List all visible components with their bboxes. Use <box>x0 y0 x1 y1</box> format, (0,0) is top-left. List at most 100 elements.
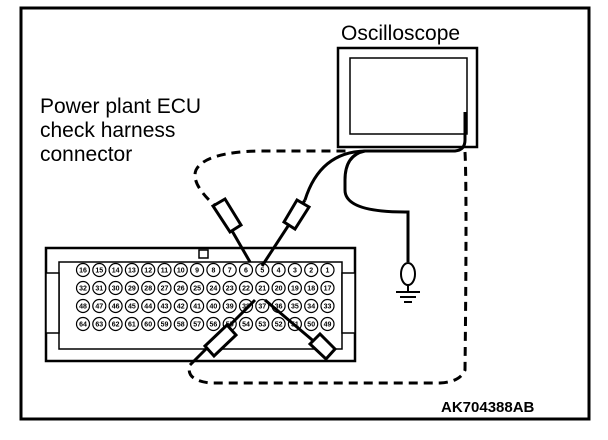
connector-pin-label: 48 <box>79 304 87 311</box>
connector-pin: 1 <box>320 262 335 278</box>
connector-pin: 28 <box>141 280 156 296</box>
back-probes <box>188 196 338 367</box>
connector-pin-label: 18 <box>307 286 315 293</box>
connector-pin-label: 50 <box>307 322 315 329</box>
connector-pin: 30 <box>108 280 123 296</box>
connector-pin-label: 2 <box>309 268 313 275</box>
connector-pin: 22 <box>238 280 254 296</box>
connector-pin-label: 31 <box>95 286 103 293</box>
connector-pin-label: 5 <box>260 268 264 275</box>
connector-pin-label: 13 <box>128 268 136 275</box>
connector-pin: 31 <box>92 280 107 296</box>
connector-pin-label: 46 <box>112 304 120 311</box>
connector-pin-label: 42 <box>177 304 185 311</box>
connector-pin: 60 <box>141 316 156 332</box>
connector-pin: 34 <box>304 298 319 314</box>
connector-pin: 43 <box>157 298 172 314</box>
connector-pin-label: 58 <box>177 322 185 329</box>
connector-pin: 56 <box>206 316 221 332</box>
connector-pin: 48 <box>75 298 91 314</box>
connector-pin: 18 <box>304 280 319 296</box>
connector-pin-label: 53 <box>258 322 266 329</box>
connector-pin: 39 <box>222 298 237 314</box>
connector-pin-label: 35 <box>291 304 299 311</box>
connector-pin: 23 <box>222 280 237 296</box>
connector-pin-label: 33 <box>324 304 332 311</box>
connector-pin: 49 <box>320 316 335 332</box>
connector-pin: 32 <box>75 280 91 296</box>
connector-label: Power plant ECU check harness connector <box>40 95 201 166</box>
connector-pin-label: 20 <box>275 286 283 293</box>
connector-pin: 14 <box>108 262 123 278</box>
ground-clip-icon <box>396 262 420 303</box>
diagram-border <box>19 6 591 421</box>
connector-pin-label: 19 <box>291 286 299 293</box>
connector-pin-label: 30 <box>112 286 120 293</box>
connector-pin-label: 60 <box>144 322 152 329</box>
connector-pin: 64 <box>75 316 91 332</box>
connector-pin-label: 1 <box>326 268 330 275</box>
connector-pin-label: 7 <box>228 268 232 275</box>
connector-pin: 11 <box>157 262 172 278</box>
connector-pin: 13 <box>124 262 139 278</box>
connector-pin: 6 <box>238 262 254 278</box>
oscilloscope-label: Oscilloscope <box>341 22 460 45</box>
oscilloscope <box>336 46 479 149</box>
connector-pin: 37 <box>255 298 270 314</box>
connector-pin-label: 4 <box>277 268 281 275</box>
connector-pin-label: 62 <box>112 322 120 329</box>
connector-pin: 20 <box>271 280 286 296</box>
connector-pin: 50 <box>304 316 319 332</box>
connector-pin: 62 <box>108 316 123 332</box>
connector-pin-label: 10 <box>177 268 185 275</box>
connector-pin: 33 <box>320 298 335 314</box>
connector-pin: 54 <box>238 316 254 332</box>
connector-pin: 10 <box>173 262 188 278</box>
connector-pin: 52 <box>271 316 286 332</box>
connector-pin-label: 21 <box>258 286 266 293</box>
connector-pin: 21 <box>255 280 270 296</box>
connector-pin: 26 <box>173 280 188 296</box>
connector-pin-label: 52 <box>275 322 283 329</box>
connector-pin-label: 15 <box>95 268 103 275</box>
connector-pin-label: 47 <box>95 304 103 311</box>
connector-pin: 24 <box>206 280 221 296</box>
connector-pin-label: 28 <box>144 286 152 293</box>
connector-pin: 41 <box>190 298 205 314</box>
connector-pin-label: 22 <box>242 286 250 293</box>
svg-text:connector: connector <box>40 143 132 166</box>
connector-pin: 59 <box>157 316 172 332</box>
connector-pin: 40 <box>206 298 221 314</box>
connector-pin-label: 17 <box>324 286 332 293</box>
connector-pin: 25 <box>190 280 205 296</box>
connector-pin-label: 11 <box>161 268 169 275</box>
connector-pin-label: 56 <box>210 322 218 329</box>
connector-pin-label: 23 <box>226 286 234 293</box>
connector-pin-label: 3 <box>293 268 297 275</box>
connector-pin-label: 32 <box>79 286 87 293</box>
svg-text:Power plant ECU: Power plant ECU <box>40 95 201 118</box>
connector-pin-label: 61 <box>128 322 136 329</box>
connector-pin-label: 16 <box>79 268 87 275</box>
connector-pin-label: 37 <box>258 304 266 311</box>
connector-pin-label: 9 <box>195 268 199 275</box>
connector-pin: 46 <box>108 298 123 314</box>
connector-pin: 29 <box>124 280 139 296</box>
connector-pin: 19 <box>287 280 302 296</box>
connector-pin-label: 29 <box>128 286 136 293</box>
connector-pin: 42 <box>173 298 188 314</box>
connector-pin: 63 <box>92 316 107 332</box>
connector-pin-label: 59 <box>161 322 169 329</box>
connector-pin: 2 <box>304 262 319 278</box>
connector-pin: 27 <box>157 280 172 296</box>
connector-pin-label: 6 <box>244 268 248 275</box>
connector-pin-label: 24 <box>210 286 218 293</box>
connector-pin-label: 26 <box>177 286 185 293</box>
connector-pin-label: 36 <box>275 304 283 311</box>
connector-pin-label: 41 <box>193 304 201 311</box>
connector-pin-label: 64 <box>79 322 87 329</box>
svg-text:check harness: check harness <box>40 119 175 142</box>
connector-pin: 16 <box>75 262 91 278</box>
